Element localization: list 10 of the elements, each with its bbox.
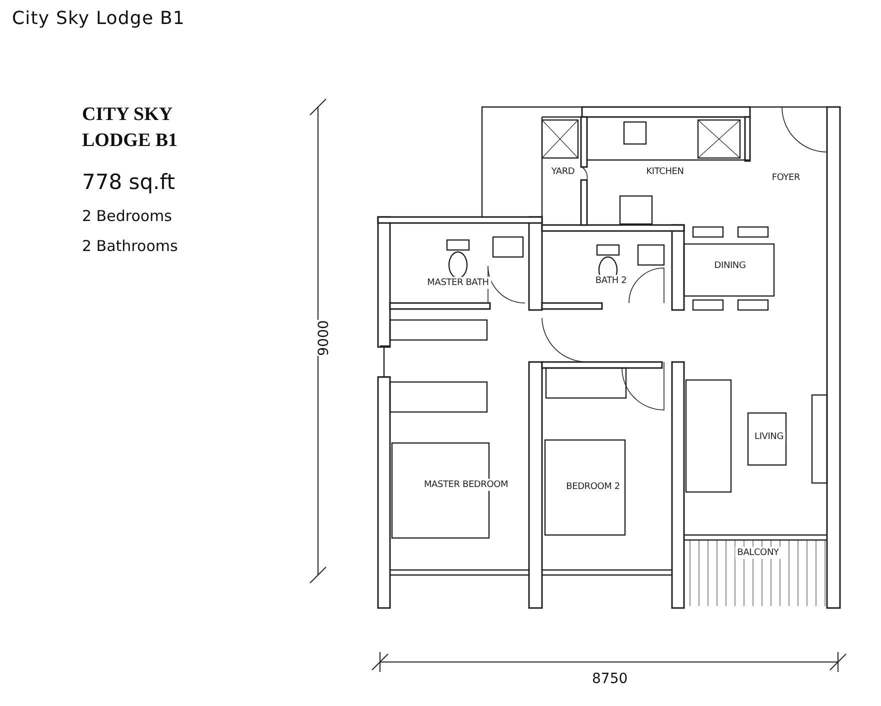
plan-name: CITY SKY LODGE B1 <box>82 103 179 153</box>
room-label: BALCONY <box>735 546 781 560</box>
bedroom-count: 2 Bedrooms <box>82 208 172 226</box>
page-title: City Sky Lodge B1 <box>12 9 185 30</box>
floor-area: 778 sq.ft <box>82 170 175 194</box>
bathroom-count: 2 Bathrooms <box>82 238 178 256</box>
room-label: LIVING <box>752 430 786 444</box>
room-label: MASTER BATH <box>425 276 491 290</box>
dimension-value: 8750 <box>592 671 628 688</box>
room-label: MASTER BEDROOM <box>422 478 510 492</box>
